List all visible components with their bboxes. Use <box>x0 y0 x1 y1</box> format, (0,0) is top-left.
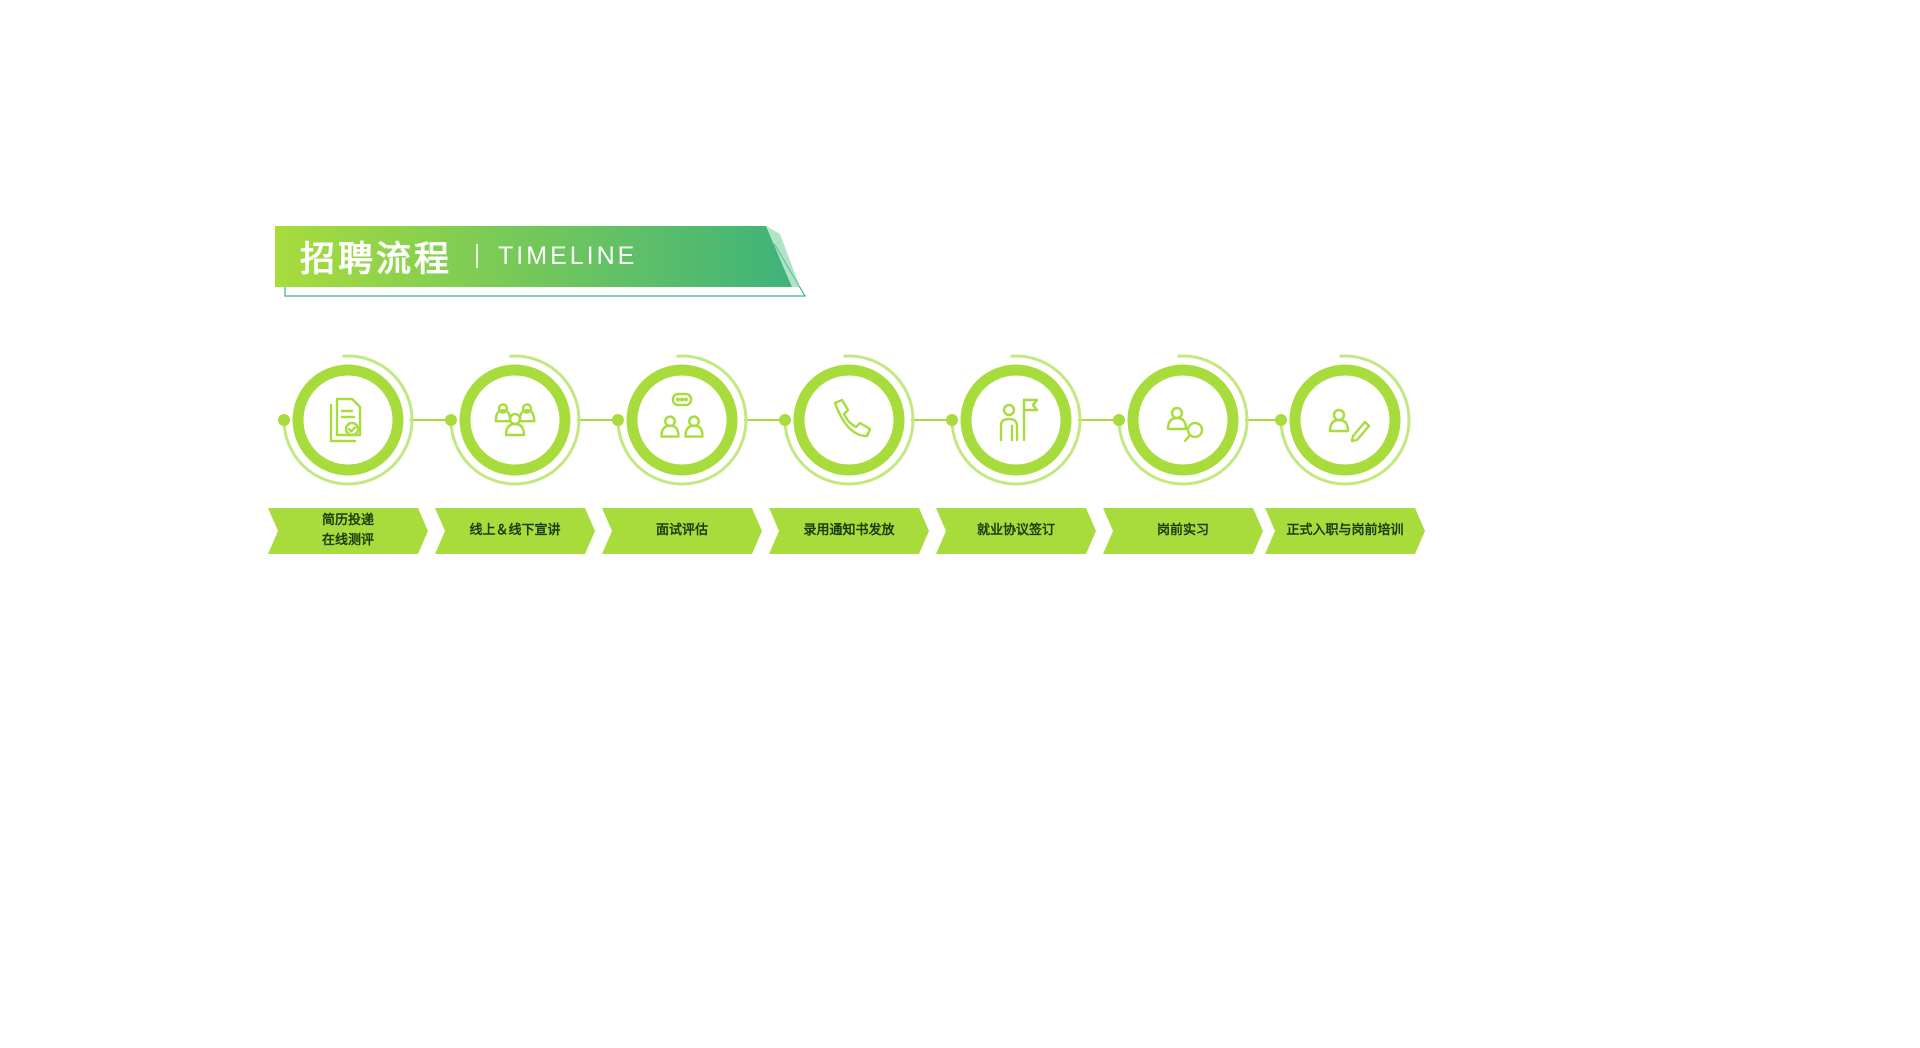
step-label: 就业协议签订 <box>976 523 1055 538</box>
step-dot <box>1275 414 1287 426</box>
page-subtitle: TIMELINE <box>498 241 638 270</box>
step-label-arrow <box>936 508 1096 554</box>
step-label: 线上＆线下宣讲 <box>469 523 561 538</box>
banner-shape <box>275 226 792 287</box>
step-dot <box>612 414 624 426</box>
step-label: 简历投递 在线测评 <box>321 513 374 548</box>
step-ring <box>292 364 404 476</box>
step-label-arrow <box>1265 508 1425 554</box>
step-label: 面试评估 <box>655 523 708 538</box>
step-label-arrow <box>1103 508 1263 554</box>
person-pen-icon <box>1328 408 1371 443</box>
step-outer-arc <box>950 354 1082 486</box>
step-ring <box>1289 364 1401 476</box>
step-outer-arc <box>783 354 915 486</box>
step-ring <box>626 364 738 476</box>
step-outer-arc <box>1117 354 1249 486</box>
step-label-arrow <box>602 508 762 554</box>
group-people-icon <box>494 403 536 437</box>
step-outer-arc <box>282 354 414 486</box>
step-outer-arc <box>616 354 748 486</box>
step-label: 岗前实习 <box>1156 523 1209 538</box>
step-label: 录用通知书发放 <box>803 523 895 538</box>
step-label-arrow <box>268 508 428 554</box>
step-dot <box>278 414 290 426</box>
step-dot <box>445 414 457 426</box>
banner: 招聘流程 TIMELINE <box>300 236 638 280</box>
page-title: 招聘流程 <box>300 239 453 280</box>
step-dot <box>1113 414 1125 426</box>
step-ring <box>459 364 571 476</box>
step-outer-arc <box>1279 354 1411 486</box>
banner-accent <box>766 226 800 287</box>
resume-check-icon <box>329 397 362 443</box>
step-dot <box>779 414 791 426</box>
step-label: 正式入职与岗前培训 <box>1286 523 1404 538</box>
person-search-icon <box>1166 406 1204 443</box>
phone-icon <box>833 398 872 438</box>
step-label-arrow <box>769 508 929 554</box>
flag-person-icon <box>999 398 1039 442</box>
step-label-arrow <box>435 508 595 554</box>
interview-chat-icon <box>660 392 704 438</box>
title-separator <box>476 244 479 268</box>
step-dot <box>946 414 958 426</box>
step-outer-arc <box>449 354 581 486</box>
